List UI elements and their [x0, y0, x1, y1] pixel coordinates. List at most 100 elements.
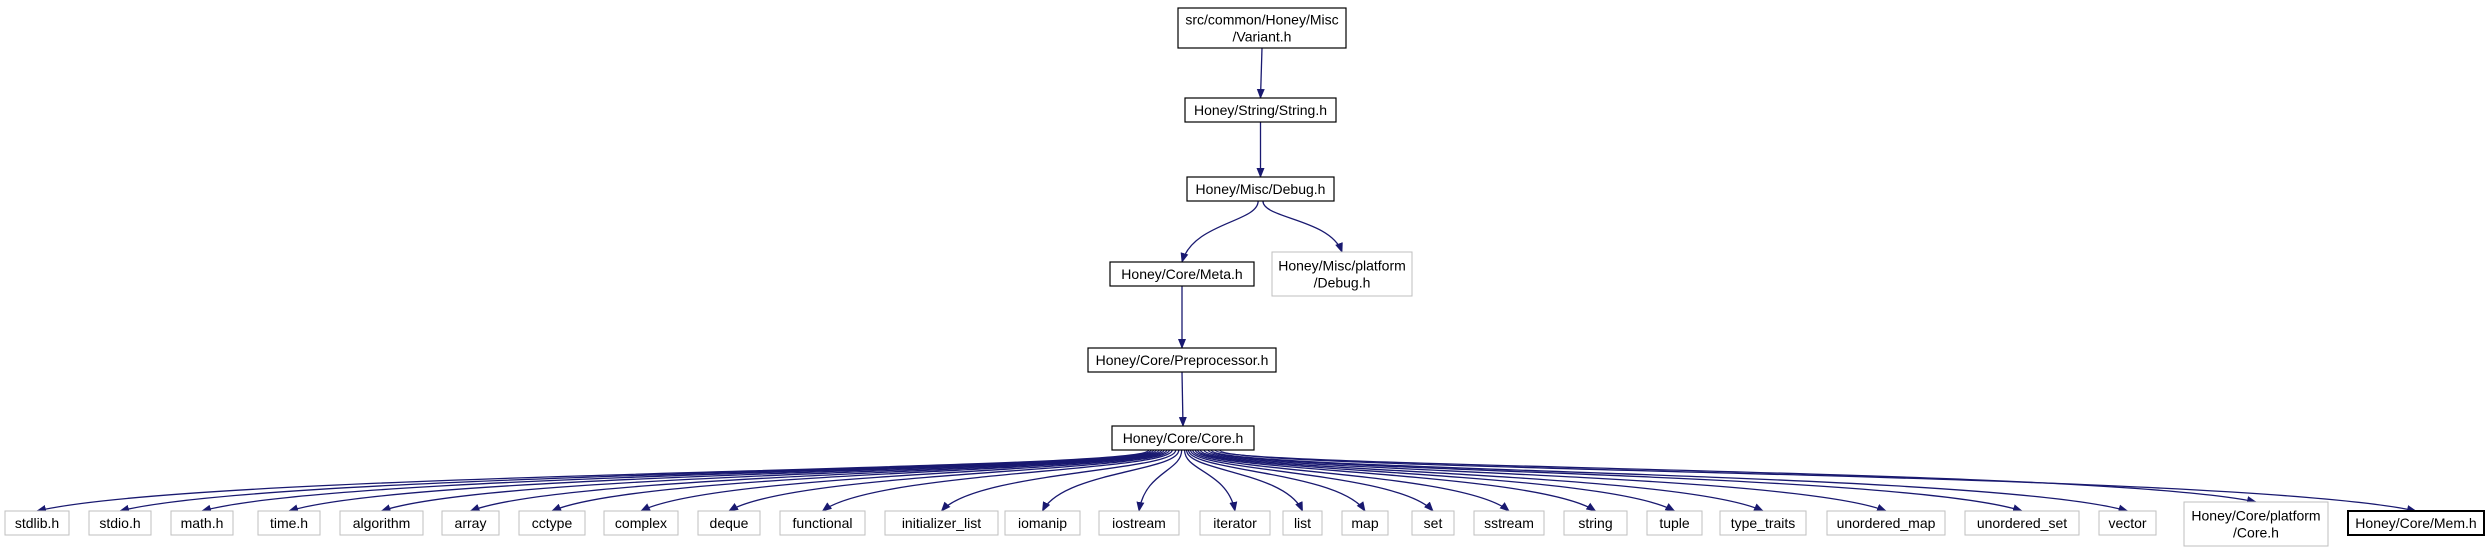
node-label-math: math.h	[181, 515, 224, 531]
node-label-stdio: stdio.h	[99, 515, 140, 531]
node-label-variant: src/common/Honey/Misc	[1185, 12, 1338, 28]
node-box-algorithm	[339, 510, 424, 536]
edge-core-to-iostream	[1136, 449, 1183, 512]
edge-core-to-set	[1189, 449, 1434, 512]
node-box-complex	[603, 510, 679, 536]
node-label-mem: Honey/Core/Mem.h	[2355, 515, 2476, 531]
edge-core-to-complex	[640, 449, 1168, 512]
node-box-mem	[2347, 510, 2485, 536]
node-box-functional	[779, 510, 866, 536]
node-label-unordered-map: unordered_map	[1837, 515, 1936, 531]
node-label-variant: /Variant.h	[1233, 29, 1292, 45]
node-label-preprocessor: Honey/Core/Preprocessor.h	[1096, 352, 1269, 368]
node-label-iostream: iostream	[1112, 515, 1166, 531]
node-box-variant	[1177, 7, 1347, 49]
nodes: src/common/Honey/Misc/Variant.hHoney/Str…	[4, 7, 2485, 547]
node-label-iterator: iterator	[1213, 515, 1257, 531]
node-meta[interactable]: Honey/Core/Meta.h	[1109, 261, 1255, 287]
node-vector: vector	[2098, 510, 2157, 536]
node-mem[interactable]: Honey/Core/Mem.h	[2347, 510, 2485, 536]
node-label-functional: functional	[793, 515, 853, 531]
node-iomanip: iomanip	[1004, 510, 1081, 536]
node-label-unordered-set: unordered_set	[1977, 515, 2067, 531]
node-label-cctype: cctype	[532, 515, 573, 531]
node-label-string: Honey/String/String.h	[1194, 102, 1327, 118]
node-box-string-std	[1563, 510, 1628, 536]
edge-core-to-stdlib	[36, 449, 1150, 513]
edge-core-to-unordered-set	[1207, 449, 2023, 513]
node-label-list: list	[1294, 515, 1311, 531]
node-label-array: array	[455, 515, 487, 531]
node-box-platform-debug	[1271, 251, 1413, 297]
node-stdlib: stdlib.h	[4, 510, 70, 536]
edge-variant-to-string	[1256, 47, 1265, 99]
node-box-sstream	[1473, 510, 1545, 536]
node-complex: complex	[603, 510, 679, 536]
node-label-deque: deque	[710, 515, 749, 531]
node-unordered-set: unordered_set	[1964, 510, 2080, 536]
node-label-time: time.h	[270, 515, 308, 531]
node-set: set	[1411, 510, 1455, 536]
node-type-traits: type_traits	[1719, 510, 1807, 536]
node-box-stdlib	[4, 510, 70, 536]
node-label-platform-debug: /Debug.h	[1314, 275, 1371, 291]
node-core[interactable]: Honey/Core/Core.h	[1111, 425, 1255, 451]
edge-core-to-string-std	[1194, 449, 1597, 512]
node-label-tuple: tuple	[1659, 515, 1690, 531]
edge-core-to-mem	[1219, 449, 2417, 513]
edge-core-to-functional	[821, 449, 1173, 512]
node-iostream: iostream	[1098, 510, 1180, 536]
node-deque: deque	[697, 510, 761, 536]
edge-core-to-cctype	[551, 449, 1165, 512]
edge-core-to-sstream	[1192, 449, 1510, 512]
node-tuple: tuple	[1646, 510, 1703, 536]
edge-debug-to-meta	[1180, 200, 1259, 263]
node-algorithm: algorithm	[339, 510, 424, 536]
node-box-platform-core	[2183, 501, 2329, 547]
node-label-algorithm: algorithm	[353, 515, 411, 531]
node-platform-debug: Honey/Misc/platform/Debug.h	[1271, 251, 1413, 297]
node-box-time	[257, 510, 321, 536]
node-box-string	[1184, 97, 1337, 123]
node-box-iostream	[1098, 510, 1180, 536]
node-string[interactable]: Honey/String/String.h	[1184, 97, 1337, 123]
edge-core-to-map	[1187, 449, 1366, 512]
node-math: math.h	[170, 510, 234, 536]
edge-core-to-time	[288, 449, 1157, 513]
node-debug[interactable]: Honey/Misc/Debug.h	[1186, 176, 1335, 202]
node-box-unordered-map	[1826, 510, 1946, 536]
node-box-math	[170, 510, 234, 536]
node-label-meta: Honey/Core/Meta.h	[1121, 266, 1242, 282]
node-box-list	[1282, 510, 1323, 536]
edge-core-to-list	[1185, 449, 1304, 512]
node-label-set: set	[1424, 515, 1443, 531]
node-array: array	[441, 510, 500, 536]
node-box-map	[1341, 510, 1389, 536]
node-box-tuple	[1646, 510, 1703, 536]
node-unordered-map: unordered_map	[1826, 510, 1946, 536]
node-box-deque	[697, 510, 761, 536]
node-functional: functional	[779, 510, 866, 536]
node-list: list	[1282, 510, 1323, 536]
node-box-type-traits	[1719, 510, 1807, 536]
node-box-vector	[2098, 510, 2157, 536]
node-box-stdio	[88, 510, 152, 536]
node-box-unordered-set	[1964, 510, 2080, 536]
edge-core-to-tuple	[1197, 449, 1676, 512]
node-label-map: map	[1351, 515, 1378, 531]
node-label-type-traits: type_traits	[1731, 515, 1796, 531]
node-sstream: sstream	[1473, 510, 1545, 536]
node-box-array	[441, 510, 500, 536]
node-label-platform-core: Honey/Core/platform	[2191, 508, 2320, 524]
node-variant[interactable]: src/common/Honey/Misc/Variant.h	[1177, 7, 1347, 49]
node-label-sstream: sstream	[1484, 515, 1534, 531]
node-label-platform-core: /Core.h	[2233, 525, 2279, 541]
node-stdio: stdio.h	[88, 510, 152, 536]
edge-core-to-iterator	[1183, 449, 1238, 512]
node-box-initializer-list	[884, 510, 999, 536]
node-box-meta	[1109, 261, 1255, 287]
node-box-iterator	[1199, 510, 1271, 536]
node-time: time.h	[257, 510, 321, 536]
node-preprocessor[interactable]: Honey/Core/Preprocessor.h	[1087, 347, 1277, 373]
